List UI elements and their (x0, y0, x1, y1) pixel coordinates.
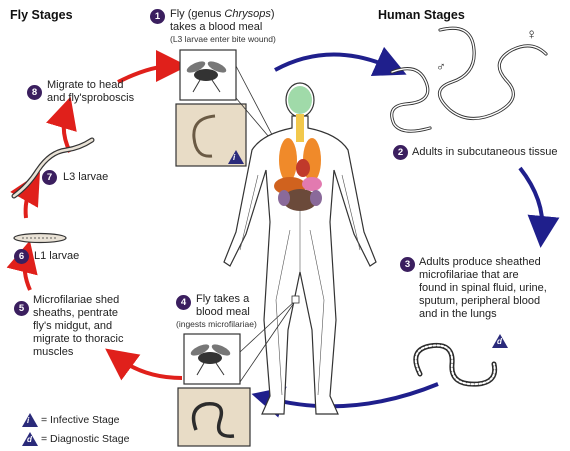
step-1-note: (L3 larvae enter bite wound) (170, 34, 276, 44)
step-5-badge: 5 (14, 301, 29, 316)
step-4-line-1: Fly takes a (196, 293, 257, 306)
infective-marker-letter: i (233, 153, 235, 162)
step-1-line-1: Fly (genus Chrysops) (170, 8, 276, 21)
diagnostic-legend-text: = Diagnostic Stage (41, 433, 129, 445)
diagnostic-legend-icon: d (22, 432, 38, 446)
step-8-line-2: and fly'sproboscis (47, 92, 134, 105)
infective-stage-marker: i (228, 150, 244, 164)
arrow-2-to-3 (520, 168, 542, 232)
step-7-badge: 7 (42, 170, 57, 185)
step-5-line-1: Microfilariae shed (33, 294, 123, 307)
step-2-label: Adults in subcutaneous tissue (412, 146, 558, 159)
legend-diagnostic: d = Diagnostic Stage (22, 432, 129, 446)
arrow-4-to-5 (118, 358, 182, 378)
diagnostic-stage-marker: d (492, 334, 508, 348)
step-4-label: Fly takes a blood meal (ingests microfil… (196, 293, 257, 329)
step-1-line-2: takes a blood meal (170, 21, 276, 34)
step-5-line-4: migrate to thoracic (33, 333, 123, 346)
microfilariae-image-bottom (178, 388, 250, 446)
step-5-line-3: fly's midgut, and (33, 320, 123, 333)
l3-larva (14, 140, 92, 196)
male-symbol: ♂ (436, 60, 446, 73)
step-1-label: Fly (genus Chrysops) takes a blood meal … (170, 8, 276, 44)
step-6-badge: 6 (14, 249, 29, 264)
step-3-label: Adults produce sheathed microfilariae th… (419, 256, 547, 321)
arrow-3-to-4 (267, 384, 438, 406)
arrow-1-to-2 (275, 54, 392, 70)
infective-legend-text: = Infective Stage (41, 414, 120, 426)
step-8-line-1: Migrate to head (47, 79, 134, 92)
step-4-badge: 4 (176, 295, 191, 310)
step-5-line-2: sheaths, pentrate (33, 307, 123, 320)
step-1-badge: 1 (150, 9, 165, 24)
step-4-note: (ingests microfilariae) (176, 319, 257, 329)
step-3-line-2: microfilariae that are (419, 269, 547, 282)
arrow-7-to-8 (64, 112, 70, 152)
step-8-label: Migrate to head and fly'sproboscis (47, 79, 134, 105)
sheathed-microfilaria (416, 345, 495, 384)
step-2-badge: 2 (393, 145, 408, 160)
arrow-6-to-7 (26, 186, 32, 218)
adult-worms (392, 28, 546, 131)
step-6-label: L1 larvae (34, 250, 79, 263)
step-3-line-5: and in the lungs (419, 308, 547, 321)
step-3-line-1: Adults produce sheathed (419, 256, 547, 269)
legend-infective: i = Infective Stage (22, 413, 120, 427)
step-3-line-3: found in spinal fluid, urine, (419, 282, 547, 295)
infective-legend-icon: i (22, 413, 38, 427)
genus-name: Chrysops (224, 8, 270, 20)
female-symbol: ♀ (526, 28, 537, 41)
fly-image-bottom (184, 334, 240, 384)
step-3-line-4: sputum, peripheral blood (419, 295, 547, 308)
infective-legend-letter: i (27, 416, 29, 425)
fly-stages-heading: Fly Stages (10, 8, 73, 22)
step-5-line-5: muscles (33, 346, 123, 359)
step-7-label: L3 larvae (63, 171, 108, 184)
step-5-label: Microfilariae shed sheaths, pentrate fly… (33, 294, 123, 359)
fly-image-top (180, 50, 236, 100)
step-4-line-2: blood meal (196, 306, 257, 319)
human-stages-heading: Human Stages (378, 8, 465, 22)
l1-larva (14, 234, 66, 243)
diagnostic-marker-letter: d (497, 337, 502, 346)
step-8-badge: 8 (27, 85, 42, 100)
step-3-badge: 3 (400, 257, 415, 272)
diagnostic-legend-letter: d (27, 435, 32, 444)
